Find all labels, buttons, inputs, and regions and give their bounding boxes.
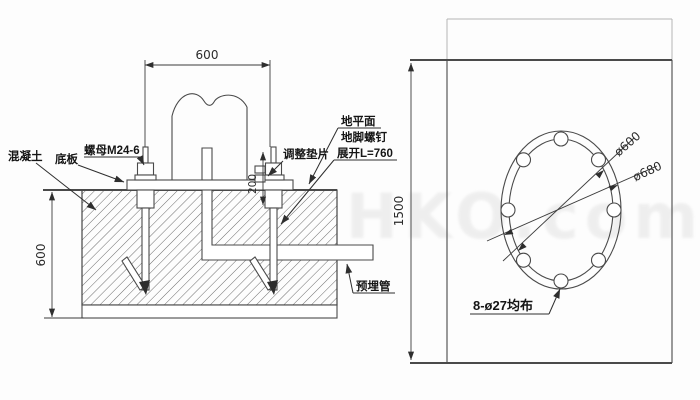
label-adjust-shim: 调整垫片 bbox=[283, 147, 329, 161]
watermark: HKO.com bbox=[346, 180, 700, 253]
dim-foundation-depth: 600 bbox=[34, 191, 84, 319]
front-view: 600 600 200 混凝土 底板 螺母M24-6 bbox=[8, 48, 397, 319]
nut-left bbox=[136, 162, 155, 176]
label-holes: 8-ø27均布 bbox=[473, 298, 533, 313]
label-ground-level: 地平面 bbox=[341, 114, 376, 128]
leader-nut: 螺母M24-6 bbox=[84, 143, 145, 166]
label-unfolded-length: 展开L=760 bbox=[336, 147, 393, 160]
label-nut: 螺母M24-6 bbox=[84, 143, 140, 157]
leader-ground-level: 地平面 bbox=[308, 114, 381, 185]
shim-1 bbox=[254, 165, 266, 174]
dim-plate-height: 1500 bbox=[392, 62, 415, 361]
plate-outline bbox=[410, 59, 673, 364]
leveling-layer bbox=[81, 304, 338, 319]
dim-foundation-depth-text: 600 bbox=[34, 244, 48, 267]
dim-bolt-spacing-text: 600 bbox=[196, 48, 219, 62]
label-concrete: 混凝土 bbox=[8, 149, 43, 163]
leader-adjust-shim: 调整垫片 bbox=[267, 147, 329, 177]
dim-anchor-height: 200 bbox=[247, 151, 267, 206]
pole-outline bbox=[171, 93, 248, 180]
bolt-hook-left bbox=[139, 280, 150, 295]
bolt-hook-right bbox=[267, 280, 278, 295]
anchor-bolt-left bbox=[121, 146, 157, 295]
bolt-holes bbox=[500, 131, 622, 289]
label-base-plate: 底板 bbox=[55, 152, 78, 166]
plate-upper-outline bbox=[446, 18, 673, 60]
embedded-pipe bbox=[201, 147, 374, 261]
dim-anchor-height-text: 200 bbox=[247, 174, 259, 194]
leader-concrete: 混凝土 bbox=[8, 149, 97, 211]
leader-anchor-bolt: 地脚螺钉 展开L=760 bbox=[280, 130, 397, 225]
label-embedded-pipe: 预埋管 bbox=[356, 279, 391, 293]
leader-holes: 8-ø27均布 bbox=[470, 288, 561, 315]
dim-plate-height-text: 1500 bbox=[392, 196, 406, 227]
leader-embedded-pipe: 预埋管 bbox=[345, 263, 395, 294]
label-anchor-bolt: 地脚螺钉 bbox=[341, 130, 387, 144]
base-plate bbox=[126, 179, 294, 191]
dim-bolt-circle-text: ø600 bbox=[611, 129, 643, 159]
dim-bolt-spacing: 600 bbox=[144, 48, 271, 147]
leader-base-plate: 底板 bbox=[55, 152, 125, 183]
